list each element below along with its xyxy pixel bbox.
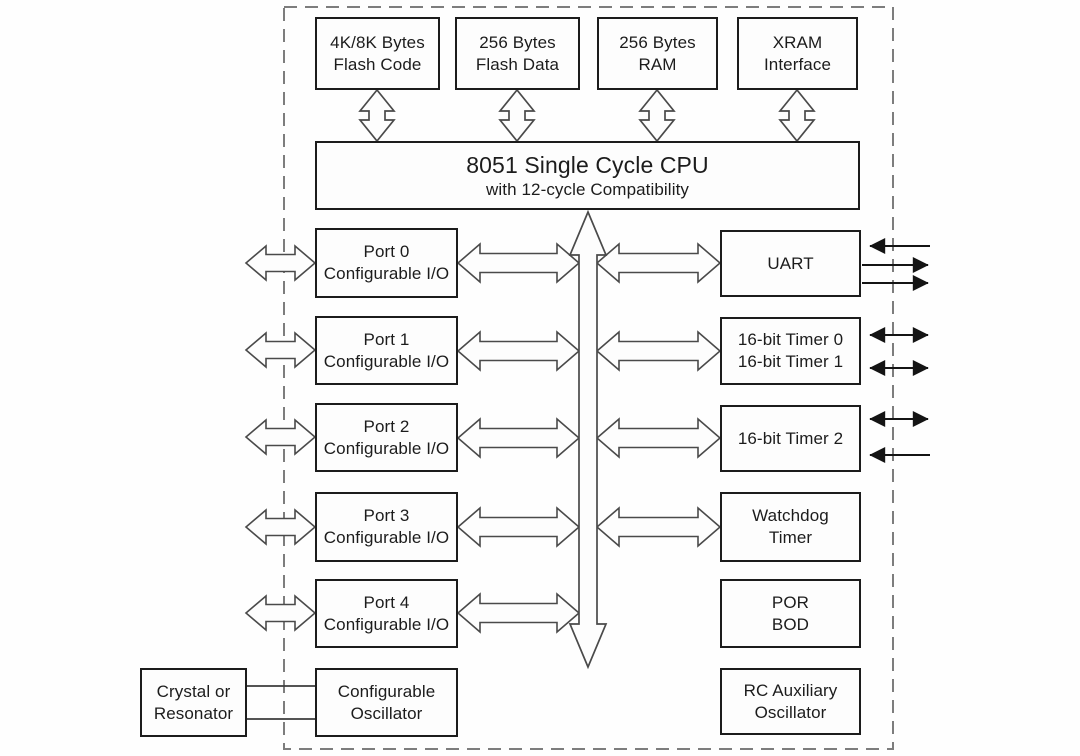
block-watchdog: Watchdog Timer (720, 492, 861, 562)
block-por-bod: POR BOD (720, 579, 861, 648)
block-label: Configurable I/O (323, 351, 450, 371)
bus-watchdog-arrow (596, 507, 721, 547)
bus-timer01-arrow (596, 331, 721, 371)
block-label: Crystal or (156, 681, 231, 701)
block-label: 4K/8K Bytes (330, 32, 425, 52)
block-rc-aux-oscillator: RC Auxiliary Oscillator (720, 668, 861, 735)
xram-cpu-arrow (779, 89, 815, 142)
cpu-title: 8051 Single Cycle CPU (466, 151, 709, 178)
block-port4: Port 4 Configurable I/O (315, 579, 458, 648)
flash-data-cpu-arrow (499, 89, 535, 142)
port0-bus-arrow (457, 243, 580, 283)
block-label: 16-bit Timer 0 (737, 330, 844, 349)
chip-boundary-dashed-border (283, 6, 894, 750)
block-label: BOD (771, 614, 810, 634)
block-port1: Port 1 Configurable I/O (315, 316, 458, 385)
block-label: Port 4 (363, 592, 410, 612)
block-port3: Port 3 Configurable I/O (315, 492, 458, 562)
block-port2: Port 2 Configurable I/O (315, 403, 458, 472)
block-timer01: 16-bit Timer 0 16-bit Timer 1 (720, 317, 861, 385)
block-label: POR (771, 592, 810, 612)
block-label: 256 Bytes (479, 32, 556, 52)
port3-bus-arrow (457, 507, 580, 547)
bus-timer2-arrow (596, 418, 721, 458)
block-timer2: 16-bit Timer 2 (720, 405, 861, 472)
cpu-subtitle: with 12-cycle Compatibility (486, 179, 689, 199)
block-flash-data: 256 Bytes Flash Data (455, 17, 580, 90)
port2-external-arrow (245, 419, 316, 455)
block-xram-interface: XRAM Interface (737, 17, 858, 90)
block-label: UART (767, 253, 814, 273)
block-label: 16-bit Timer 2 (737, 428, 844, 448)
block-uart: UART (720, 230, 861, 297)
block-flash-code: 4K/8K Bytes Flash Code (315, 17, 440, 90)
port4-external-arrow (245, 595, 316, 631)
block-label: Flash Code (333, 54, 422, 74)
block-label: Interface (763, 54, 832, 74)
block-label: Configurable I/O (323, 528, 450, 547)
flash-code-cpu-arrow (359, 89, 395, 142)
port0-external-arrow (245, 245, 316, 281)
block-label: Port 3 (363, 506, 410, 525)
block-label: 256 Bytes (619, 32, 696, 52)
ram-cpu-arrow (639, 89, 675, 142)
block-label: Watchdog (752, 506, 829, 525)
block-label: Port 2 (363, 416, 410, 436)
block-label: RAM (638, 54, 677, 74)
block-label: 16-bit Timer 1 (737, 352, 844, 371)
block-label: Resonator (153, 703, 234, 723)
block-label: Timer (768, 528, 813, 547)
block-label: XRAM (772, 32, 823, 52)
block-cpu: 8051 Single Cycle CPU with 12-cycle Comp… (315, 141, 860, 210)
port1-bus-arrow (457, 331, 580, 371)
port3-external-arrow (245, 509, 316, 545)
block-label: Configurable I/O (323, 614, 450, 634)
port2-bus-arrow (457, 418, 580, 458)
block-label: Flash Data (475, 54, 560, 74)
port4-bus-arrow (457, 593, 580, 633)
block-port0: Port 0 Configurable I/O (315, 228, 458, 298)
block-label: Port 1 (363, 329, 410, 349)
block-label: Port 0 (363, 242, 410, 261)
block-label: Configurable (337, 681, 436, 701)
bus-uart-arrow (596, 243, 721, 283)
block-ram: 256 Bytes RAM (597, 17, 718, 90)
block-label: Oscillator (754, 702, 827, 722)
system-bus-arrow (568, 209, 608, 670)
block-configurable-oscillator: Configurable Oscillator (315, 668, 458, 737)
block-label: Oscillator (350, 703, 423, 723)
block-crystal-resonator: Crystal or Resonator (140, 668, 247, 737)
block-label: Configurable I/O (323, 438, 450, 458)
block-label: Configurable I/O (323, 264, 450, 283)
block-label: RC Auxiliary (743, 680, 838, 700)
port1-external-arrow (245, 332, 316, 368)
